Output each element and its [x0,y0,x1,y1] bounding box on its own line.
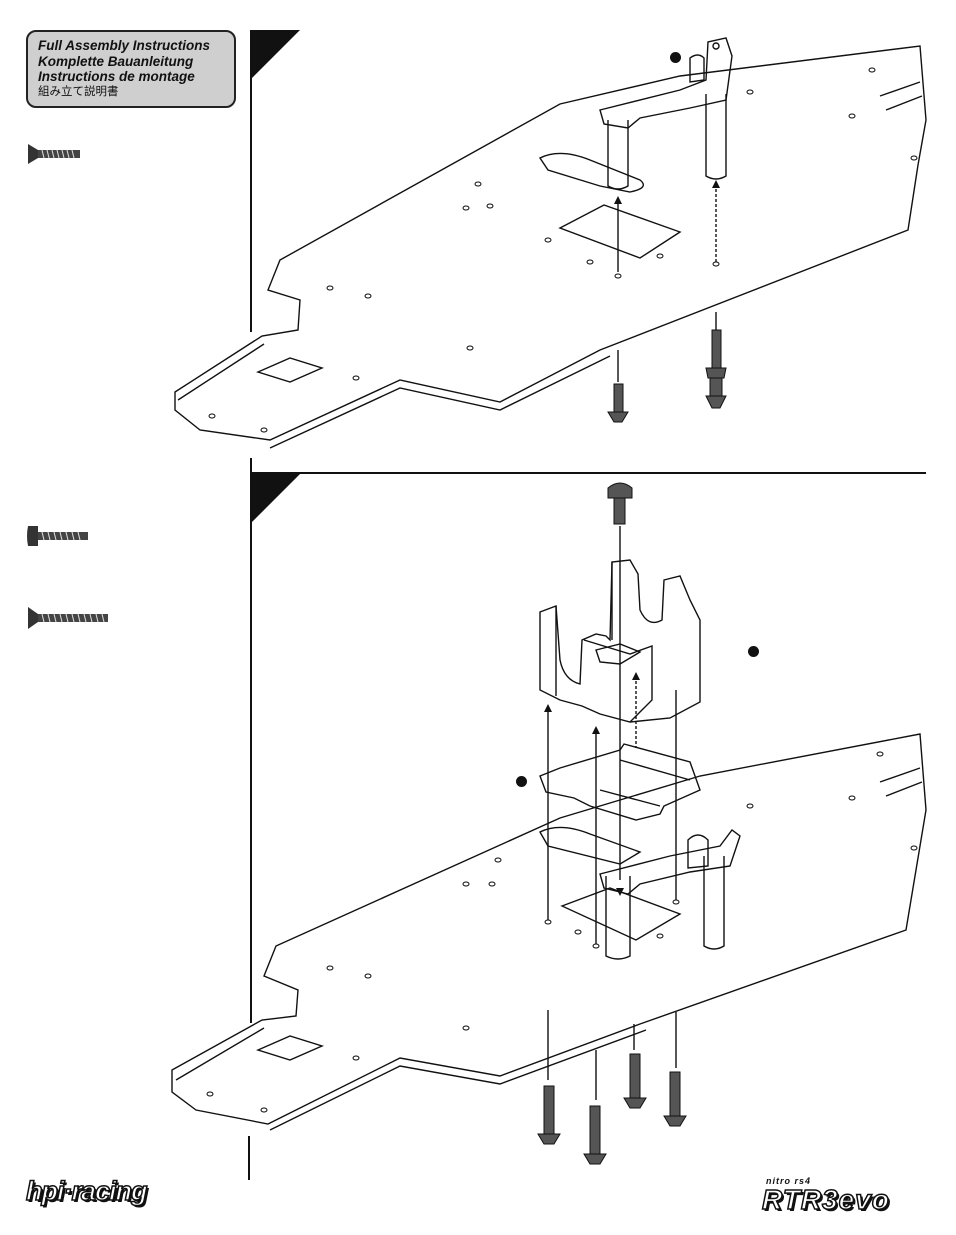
rtr3evo-logo: nitro rs4 RTR3evo [760,1176,930,1218]
step1-screw-right [705,329,727,409]
post-left-step2 [605,876,631,960]
step2-screw-2 [583,1105,607,1165]
post-left [607,120,629,190]
countersunk-screw-icon [28,144,80,164]
step2-screw-1 [537,1085,561,1145]
chassis-window [558,204,682,259]
lower-bracket [599,829,741,895]
engine-mount [539,559,701,723]
chassis-slot [538,152,644,193]
title-box: Full Assembly Instructions Komplette Bau… [26,30,236,108]
step1-frame-line [250,30,252,332]
title-german: Komplette Bauanleitung [38,53,194,69]
step1-screw-left [607,383,629,423]
rtr3evo-logo-small: nitro rs4 [766,1176,812,1186]
chassis-plate-step2 [171,733,927,1125]
bottom-frame-line [248,1136,250,1180]
countersunk-screw-long-icon [28,607,108,629]
rtr3evo-logo-big: RTR3evo [761,1183,890,1216]
step2-frame-line [250,458,252,1023]
post-right-step2 [703,856,725,950]
step2-screw-3 [623,1053,647,1109]
title-french: Instructions de montage [38,69,195,84]
callout-dot-step1 [670,52,681,63]
callout-dot-step2-right [748,646,759,657]
post-right [705,94,727,180]
step-divider-line [250,472,926,474]
upper-bracket [599,37,733,129]
step1-corner [252,30,300,78]
step2-screw-top [607,482,633,525]
step2-corner [252,474,300,522]
step2-screw-4 [663,1071,687,1127]
title-japanese: 組み立て説明書 [38,85,119,98]
title-english: Full Assembly Instructions [38,38,211,53]
hpi-racing-logo: hpi·racing [25,1175,148,1207]
callout-dot-step2-left [516,776,527,787]
button-head-screw-icon [27,526,88,546]
chassis-plate-step1 [174,45,927,441]
